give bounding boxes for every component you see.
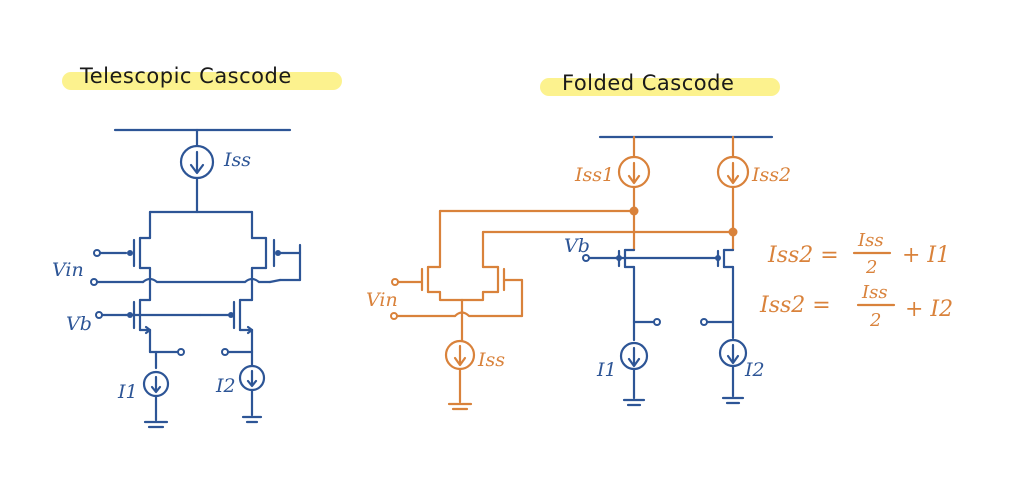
tele-i1-label: I1 — [117, 381, 138, 403]
eq1-numerator: Iss — [857, 230, 884, 251]
eq2-lhs: Iss2 = — [759, 293, 831, 318]
tele-ground-right — [241, 415, 263, 424]
tele-cascode-nmos-left — [132, 298, 152, 354]
tele-cascode-nmos-right — [198, 298, 254, 354]
fold-i1-current-source — [619, 341, 649, 371]
folded-current-equations: Iss2 = Iss 2 + I1 Iss2 = Iss 2 + I2 — [759, 230, 953, 331]
eq2-denominator: 2 — [869, 310, 881, 331]
fold-iss1-label: Iss1 — [574, 164, 614, 186]
eq2-rhs: + I2 — [905, 297, 953, 322]
fold-cascode-nmos-left — [616, 248, 636, 324]
fold-ground-right — [721, 396, 745, 405]
telescopic-title-highlight — [62, 72, 342, 90]
tele-i2-label: I2 — [215, 375, 236, 397]
fold-iss2-label: Iss2 — [751, 164, 791, 186]
tele-i1-current-source — [142, 370, 170, 398]
fold-vb-label: Vb — [564, 235, 590, 257]
eq1-lhs: Iss2 = — [767, 243, 839, 268]
tele-i2-current-source — [238, 364, 266, 392]
eq1-denominator: 2 — [865, 257, 877, 278]
fold-i2-label: I2 — [744, 359, 765, 381]
folded-title: Folded Cascode — [562, 71, 735, 95]
fold-cascode-nmos-right — [715, 248, 735, 324]
tele-vin-label: Vin — [52, 259, 84, 281]
tele-vb-label: Vb — [66, 313, 92, 335]
fold-input-nmos-left — [391, 265, 464, 302]
tele-iss-current-source — [179, 144, 215, 180]
tele-ground-left — [143, 420, 169, 429]
fold-iss-current-source — [444, 339, 476, 371]
telescopic-cascode-circuit: Iss Vin Vb I1 I2 — [52, 128, 302, 429]
tele-input-pmos-left — [93, 236, 152, 287]
equation-1: Iss2 = Iss 2 + I1 — [767, 230, 950, 278]
fold-iss2-current-source — [716, 155, 750, 189]
fold-vin-label: Vin — [366, 289, 398, 311]
tele-iss-label: Iss — [223, 149, 251, 171]
eq1-rhs: + I1 — [902, 243, 950, 268]
fold-ground-left — [622, 398, 646, 407]
equation-2: Iss2 = Iss 2 + I2 — [759, 282, 953, 331]
fold-i1-label: I1 — [596, 359, 617, 381]
fold-i2-current-source — [718, 338, 748, 368]
fold-input-nmos-right — [460, 265, 524, 318]
fold-iss1-current-source — [617, 155, 651, 189]
tele-input-pmos-right — [250, 236, 302, 287]
tele-vin-crossover — [141, 277, 272, 284]
telescopic-title: Telescopic Cascode — [80, 64, 292, 88]
fold-iss-label: Iss — [477, 349, 505, 371]
eq2-numerator: Iss — [861, 282, 888, 303]
fold-ground-tail — [447, 402, 473, 411]
folded-cascode-circuit: Iss1 Iss2 Vb Vin Iss I1 I2 — [366, 135, 791, 411]
folded-title-highlight — [540, 78, 780, 96]
